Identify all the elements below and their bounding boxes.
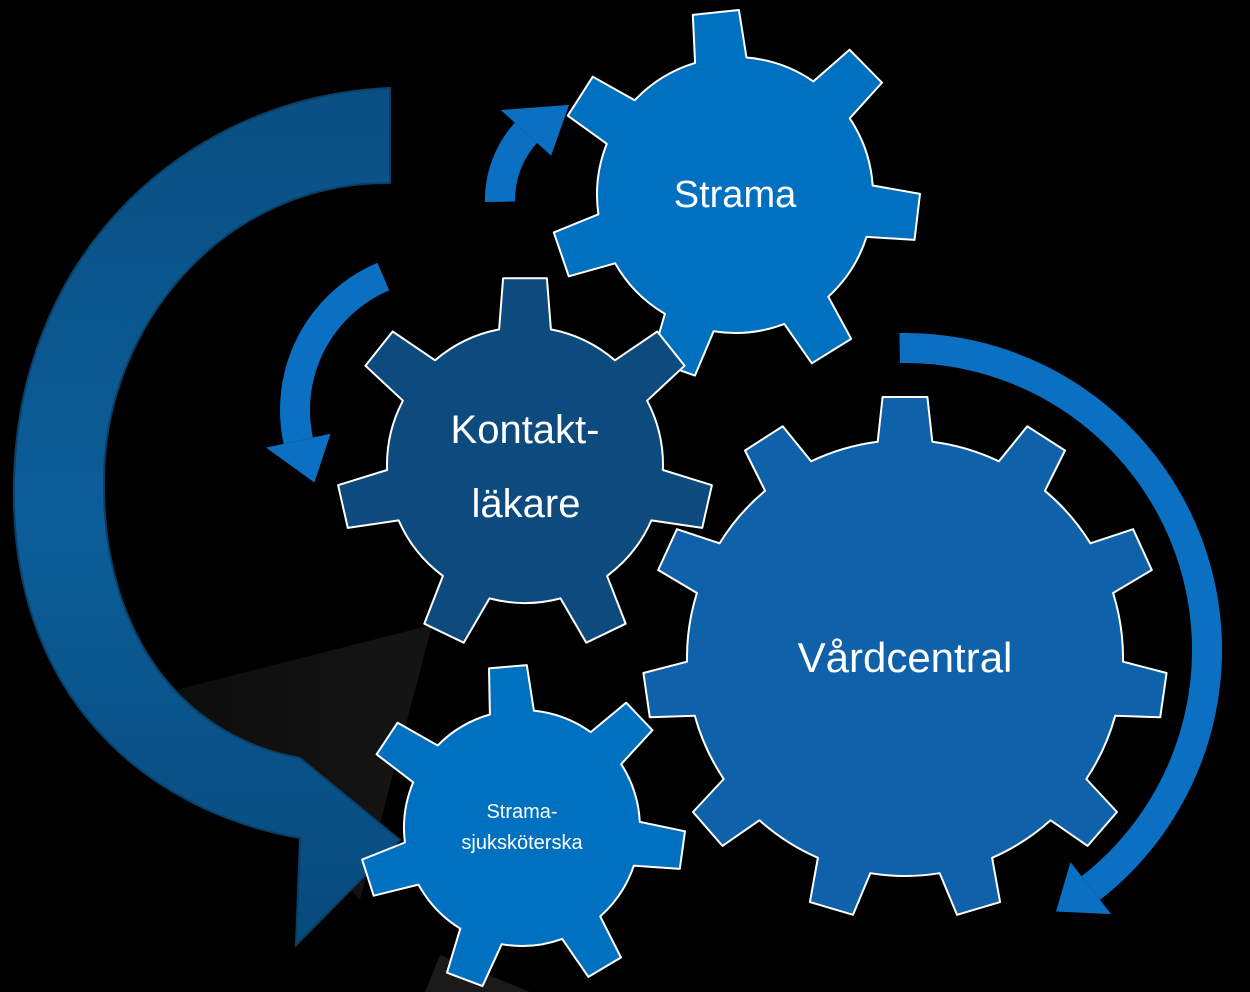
arrow-strama-head <box>500 104 570 156</box>
arrow-kontakt-body <box>280 262 390 444</box>
arrow-vardcentral-head <box>1056 862 1112 915</box>
gear-stramasjukskoterska: Strama- sjuksköterska <box>361 664 686 988</box>
arrow-vardcentral-body <box>899 333 1222 900</box>
gear-kontaktlakare-label-line1: Kontakt- <box>451 408 600 452</box>
gear-kontaktlakare: Kontakt- läkare <box>337 277 713 644</box>
arrow-from-vardcentral <box>899 333 1222 915</box>
gear-kontaktlakare-label-line2: läkare <box>472 482 581 526</box>
arrow-strama-body <box>485 122 538 203</box>
gear-stramasjukskoterska-label-line2: sjuksköterska <box>461 832 583 854</box>
arrow-to-strama <box>485 104 570 203</box>
gear-strama: Strama <box>552 9 921 377</box>
gear-vardcentral: Vårdcentral <box>642 396 1168 916</box>
gear-vardcentral-label: Vårdcentral <box>798 634 1013 681</box>
arrow-to-kontaktlakare <box>266 262 390 483</box>
large-cycle-arrow <box>12 86 402 948</box>
gear-strama-label: Strama <box>674 174 797 216</box>
arrow-kontakt-head <box>266 433 331 483</box>
gear-stramasjukskoterska-label-line1: Strama- <box>486 801 557 823</box>
